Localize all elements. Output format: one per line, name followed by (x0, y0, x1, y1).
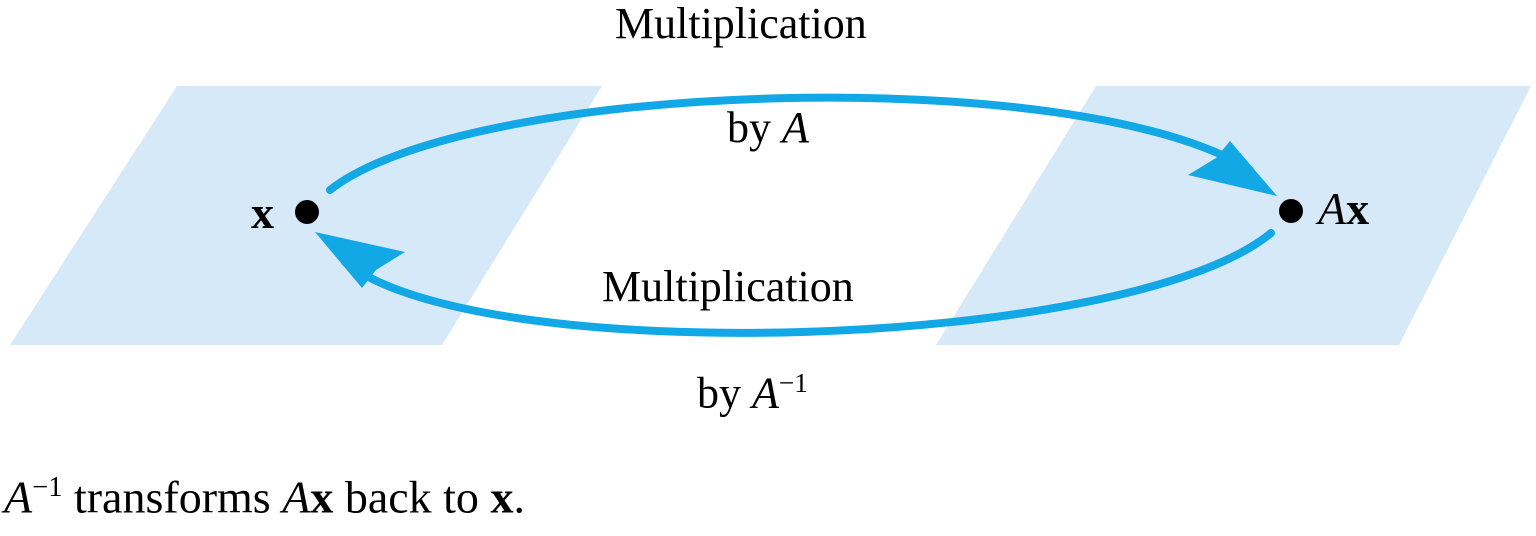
caption-period: . (513, 471, 525, 523)
caption-inverse-exponent: −1 (32, 472, 63, 503)
caption-vector-x2: x (490, 471, 514, 523)
figure-caption: A−1 transforms Ax back to x. (4, 471, 525, 523)
vector-x-symbol: x (251, 187, 274, 238)
multiplication-by-A-arrow (326, 93, 1277, 196)
plane-shape-group (10, 86, 1531, 345)
top-arrowhead-icon (1188, 141, 1277, 196)
caption-matrix-a: A (4, 471, 33, 523)
bottom-arrow-matrix-symbol: A (752, 368, 779, 418)
caption-backto-word: back to (333, 471, 491, 523)
point-dot-ax (1279, 199, 1303, 223)
bottom-arrow-inverse-exponent: −1 (778, 368, 808, 398)
top-arrow-matrix-symbol: A (782, 103, 809, 152)
bottom-arrow-label-line2: by A−1 (697, 368, 808, 418)
plane-white-gap (442, 86, 1096, 345)
bottom-arrow-by-word: by (697, 368, 752, 418)
top-arrow-by-word: by (727, 103, 782, 152)
top-arrow-label-line2: by A (727, 106, 809, 150)
matrix-a-symbol: A (1318, 183, 1347, 234)
point-dot-x (295, 200, 319, 224)
multiplication-by-A-inverse-arrow (315, 229, 1275, 337)
vector-x-symbol-right: x (1346, 183, 1370, 234)
top-arrow-label-line1: Multiplication (615, 0, 867, 48)
caption-vector-x1: x (310, 471, 334, 523)
caption-transforms-word: transforms (62, 471, 283, 523)
caption-matrix-a2: A (282, 471, 311, 523)
bottom-arrowhead-icon (315, 232, 405, 288)
top-arrow-curve (326, 93, 1254, 194)
point-label-x: x (251, 190, 274, 236)
bottom-arrow-curve (341, 229, 1275, 337)
point-label-ax: Ax (1318, 186, 1369, 232)
bottom-arrow-label-line1: Multiplication (602, 262, 854, 311)
